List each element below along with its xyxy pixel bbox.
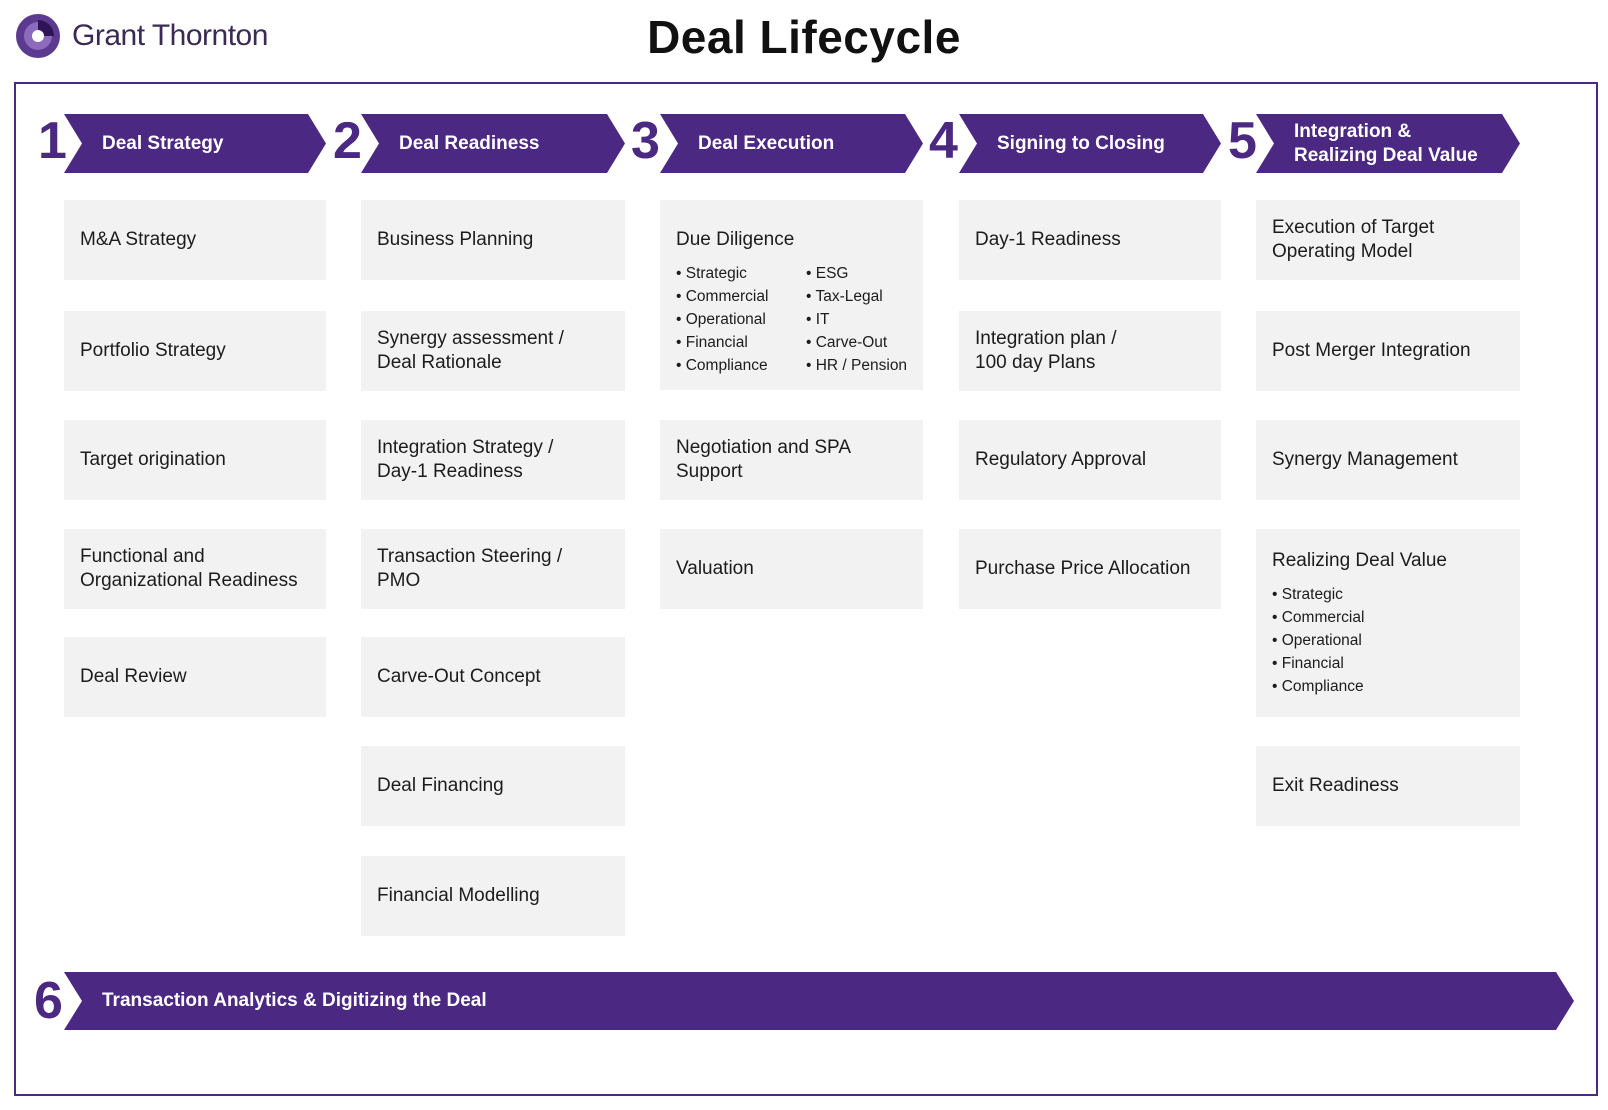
list-item: • Carve-Out [806,334,888,351]
card-deal-review: Deal Review [64,637,326,717]
card-integration-plan: Integration plan / 100 day Plans [959,311,1221,391]
card-integration-strategy: Integration Strategy / Day-1 Readiness [361,420,625,500]
card-label: Financial Modelling [377,885,540,906]
card-label: Business Planning [377,229,534,250]
brand-name: Grant Thornton [72,19,268,52]
stage-4-chevron: Signing to Closing [959,114,1221,173]
card-negotiation-spa: Negotiation and SPA Support [660,420,923,500]
list-item: • Financial [1272,654,1344,672]
page-title: Deal Lifecycle [647,11,961,63]
stage-1-chevron: Deal Strategy [64,114,326,173]
list-item: • Strategic [1272,585,1343,603]
card-deal-financing: Deal Financing [361,746,625,826]
card-label: Negotiation and SPA Support [676,437,851,482]
list-item: • Tax-Legal [806,288,883,305]
grant-thornton-logo: Grant Thornton [14,12,268,60]
list-item: • Financial [676,334,748,351]
card-exit-readiness: Exit Readiness [1256,746,1520,826]
card-label: Target origination [80,449,226,470]
card-label: Integration Strategy / Day-1 Readiness [377,437,554,482]
card-synergy-assessment: Synergy assessment / Deal Rationale [361,311,625,391]
card-label: Post Merger Integration [1272,340,1471,361]
card-day1-readiness: Day-1 Readiness [959,200,1221,280]
card-label: Integration plan / 100 day Plans [975,328,1117,373]
card-label: Deal Financing [377,775,504,796]
lifecycle-frame [14,82,1598,1096]
card-label: Deal Review [80,666,187,687]
list-item: • ESG [806,265,849,282]
card-label: Regulatory Approval [975,449,1147,470]
card-label: Functional and Organizational Readiness [80,546,298,591]
card-transaction-steering: Transaction Steering / PMO [361,529,625,609]
card-carve-out-concept: Carve-Out Concept [361,637,625,717]
stage-5-label: Integration & Realizing Deal Value [1294,120,1478,166]
card-label: Valuation [676,558,754,579]
list-item: • Compliance [676,357,768,374]
card-portfolio-strategy: Portfolio Strategy [64,311,326,391]
realizing-list: • Strategic • Commercial • Operational •… [1272,583,1504,698]
card-label: Due Diligence [676,229,795,250]
card-due-diligence: Due Diligence • Strategic • ESG • Commer… [660,200,923,390]
card-label: Realizing Deal Value [1272,549,1447,571]
stage-5-chevron: Integration & Realizing Deal Value [1256,114,1520,173]
card-regulatory-approval: Regulatory Approval [959,420,1221,500]
card-label: M&A Strategy [80,229,197,250]
list-item: • Operational [676,311,766,328]
list-item: • Commercial [1272,608,1365,626]
card-label: Synergy assessment / Deal Rationale [377,328,564,373]
card-purchase-price-allocation: Purchase Price Allocation [959,529,1221,609]
grant-thornton-logo-icon [16,14,60,58]
card-label: Transaction Steering / PMO [377,546,563,591]
stage-5-number: 5 [1228,112,1257,170]
stage-6-number: 6 [34,972,63,1030]
card-target-origination: Target origination [64,420,326,500]
stage-2-number: 2 [333,112,362,170]
card-label: Carve-Out Concept [377,666,541,687]
card-label: Execution of Target Operating Model [1272,217,1435,262]
card-label: Portfolio Strategy [80,340,226,361]
list-item: • Strategic [676,265,747,282]
card-functional-readiness: Functional and Organizational Readiness [64,529,326,609]
card-ma-strategy: M&A Strategy [64,200,326,280]
list-item: • Operational [1272,631,1362,649]
stage-3-label: Deal Execution [698,132,835,154]
stage-4-number: 4 [929,112,958,170]
card-financial-modelling: Financial Modelling [361,856,625,936]
card-valuation: Valuation [660,529,923,609]
card-business-planning: Business Planning [361,200,625,280]
card-post-merger-integration: Post Merger Integration [1256,311,1520,391]
card-label: Day-1 Readiness [975,229,1121,250]
stage-2-chevron: Deal Readiness [361,114,625,173]
list-item: • Compliance [1272,677,1364,695]
card-label: Exit Readiness [1272,775,1399,796]
due-diligence-list: • Strategic • ESG • Commercial • Tax-Leg… [676,262,907,377]
card-realizing-deal-value: Realizing Deal Value • Strategic • Comme… [1256,529,1520,717]
card-label: Purchase Price Allocation [975,558,1191,579]
stage-1-number: 1 [38,112,67,170]
card-target-operating-model: Execution of Target Operating Model [1256,200,1520,280]
stage-6-banner: Transaction Analytics & Digitizing the D… [64,972,1574,1030]
card-label: Synergy Management [1272,449,1458,470]
stage-6-label: Transaction Analytics & Digitizing the D… [102,990,487,1011]
stage-3-chevron: Deal Execution [660,114,923,173]
stage-3-number: 3 [631,112,660,170]
stage-1-label: Deal Strategy [102,132,224,154]
stage-4-label: Signing to Closing [997,132,1165,154]
list-item: • IT [806,311,830,328]
list-item: • Commercial [676,288,769,305]
card-synergy-management: Synergy Management [1256,420,1520,500]
list-item: • HR / Pension [806,357,908,374]
stage-2-label: Deal Readiness [399,132,540,154]
